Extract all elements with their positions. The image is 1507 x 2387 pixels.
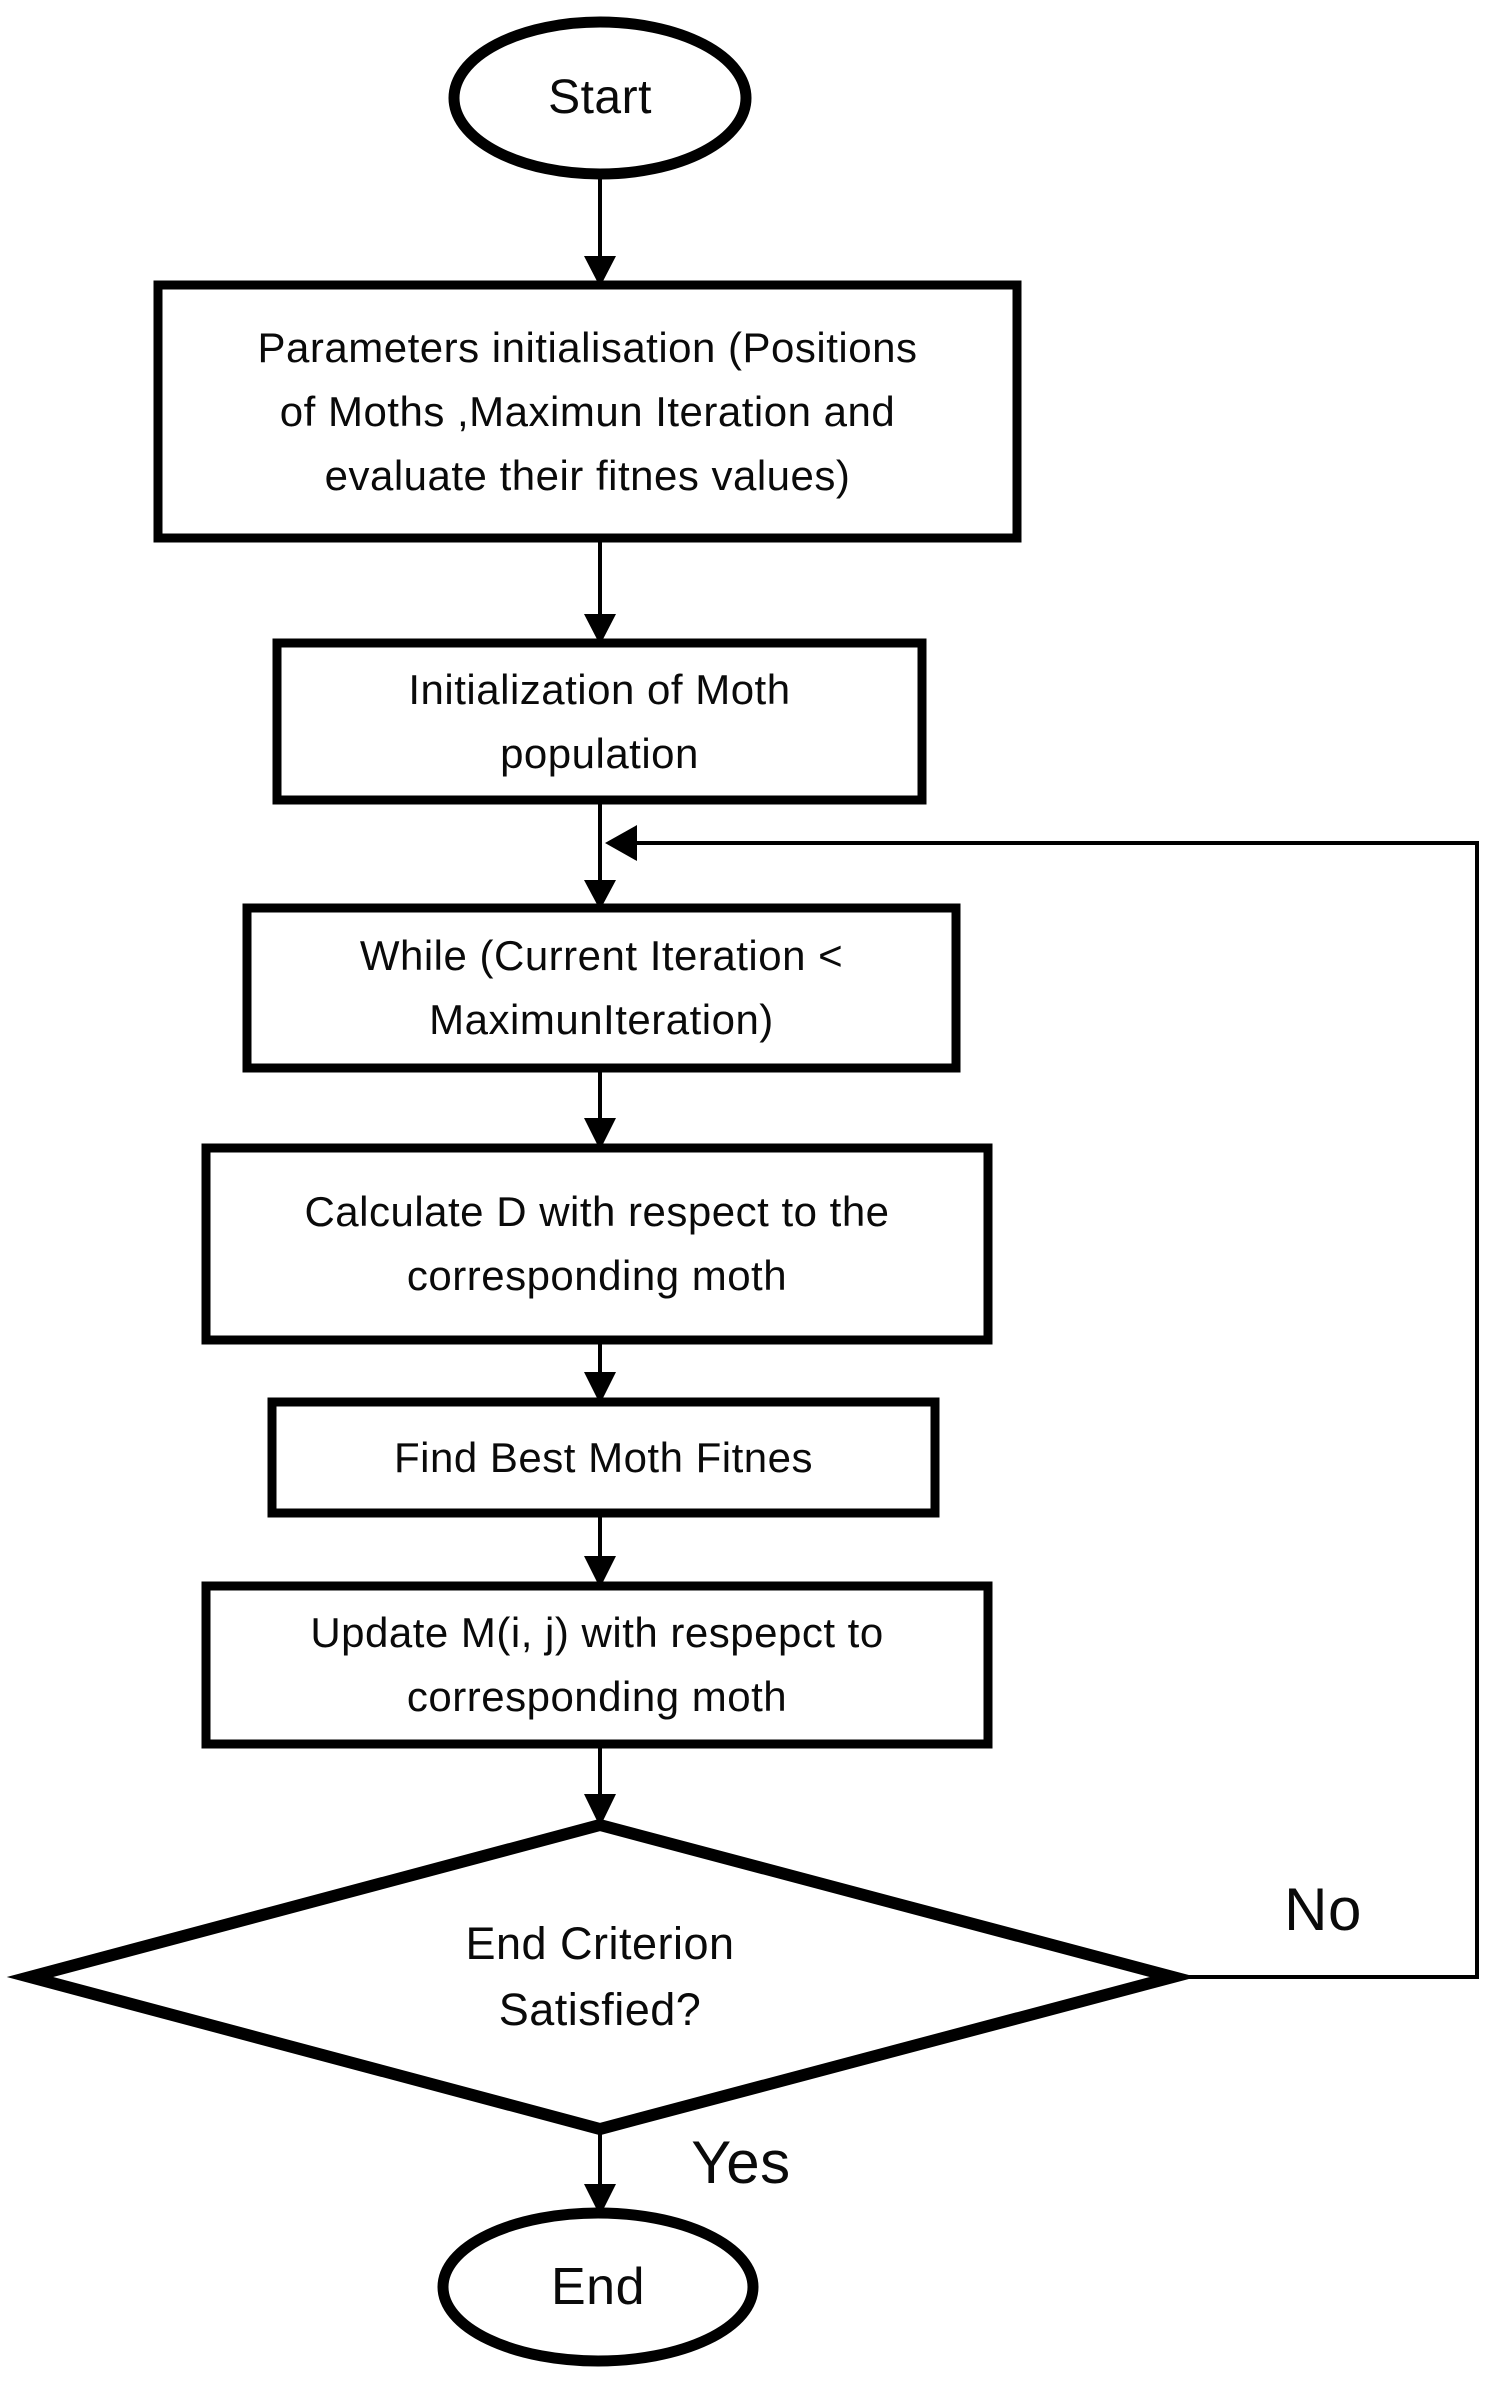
- find-best-fitness-label: Find Best Moth Fitnes: [394, 1433, 813, 1481]
- end-label: End: [550, 2258, 646, 2316]
- end-criterion-label: End Criterion Satisfied?: [465, 1918, 735, 2035]
- arrow-findbest-to-update: [584, 1511, 616, 1588]
- calculate-d-box: [201, 1143, 993, 1345]
- arrow-update-to-decision: [584, 1742, 616, 1827]
- yes-branch-label: Yes: [691, 2129, 791, 2196]
- arrow-calculate-to-findbest: [584, 1338, 616, 1404]
- arrow-while-to-calculate: [584, 1066, 616, 1150]
- update-m-label: Update M(i, j) with respepct to correspo…: [310, 1609, 884, 1720]
- moth-population-init-label: Initialization of Moth population: [408, 665, 791, 777]
- while-loop-box: [242, 903, 961, 1073]
- params-init-label: Parameters initialisation (Positions of …: [257, 323, 918, 499]
- no-feedback-line: [605, 825, 1479, 1979]
- end-terminator-shape: [437, 2207, 759, 2367]
- arrow-params-to-population: [584, 536, 616, 645]
- arrow-population-to-while: [584, 798, 616, 910]
- arrow-start-to-params: [584, 172, 616, 287]
- no-branch-label: No: [1284, 1876, 1362, 1943]
- find-best-fitness-box: [267, 1397, 940, 1518]
- arrow-decision-to-end: [584, 2127, 616, 2216]
- update-m-box: [201, 1581, 993, 1749]
- while-loop-label: While (Current Iteration < MaximunIterat…: [359, 932, 844, 1043]
- calculate-d-label: Calculate D with respect to the correspo…: [304, 1188, 890, 1299]
- start-label: Start: [548, 71, 652, 124]
- params-init-box: [153, 280, 1022, 543]
